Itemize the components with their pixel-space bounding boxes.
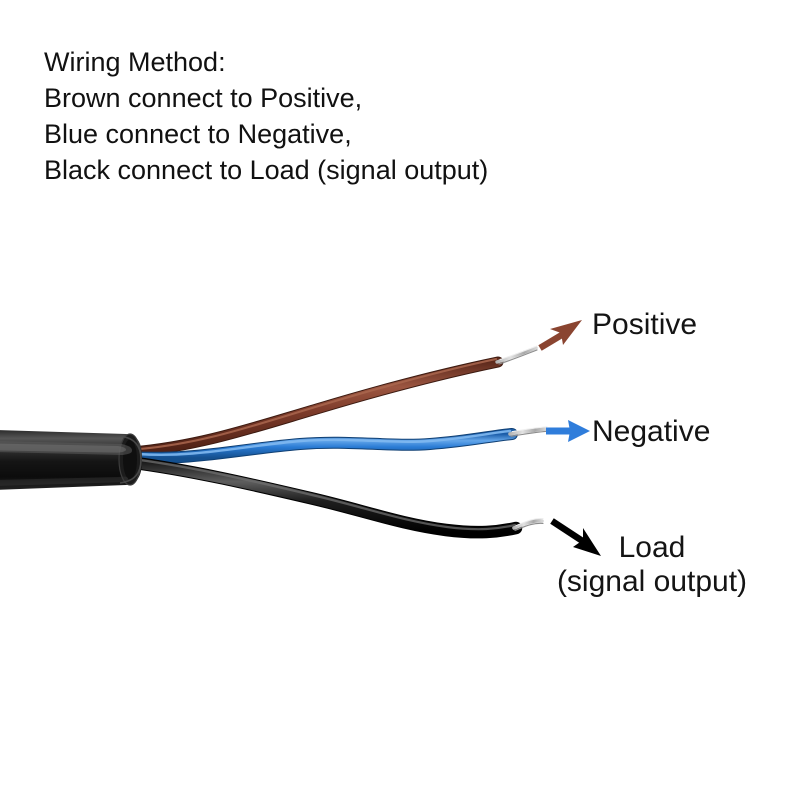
positive-label: Positive xyxy=(592,308,698,341)
instruction-line-blue: Blue connect to Negative, xyxy=(44,119,352,149)
load-label-line1: Load xyxy=(618,531,686,564)
brown-wire xyxy=(126,320,582,458)
load-label-line2: (signal output) xyxy=(556,565,748,598)
cable-jacket xyxy=(0,430,142,490)
load-label: Load (signal output) xyxy=(543,531,761,599)
blue-wire-stripped-tip xyxy=(508,426,548,437)
negative-arrow-icon xyxy=(546,420,590,442)
black-wire-stripped-tip xyxy=(512,518,544,531)
brown-wire-stripped-tip xyxy=(495,345,538,365)
blue-wire xyxy=(124,420,590,464)
negative-label: Negative xyxy=(592,415,711,448)
black-wire xyxy=(121,455,601,556)
wiring-method-instructions: Wiring Method: Brown connect to Positive… xyxy=(44,44,644,188)
instruction-line-black: Black connect to Load (signal output) xyxy=(44,155,489,185)
positive-arrow-icon xyxy=(538,320,582,351)
instruction-line-title: Wiring Method: xyxy=(44,47,226,77)
instruction-line-brown: Brown connect to Positive, xyxy=(44,83,363,113)
load-arrow-icon xyxy=(550,518,601,556)
